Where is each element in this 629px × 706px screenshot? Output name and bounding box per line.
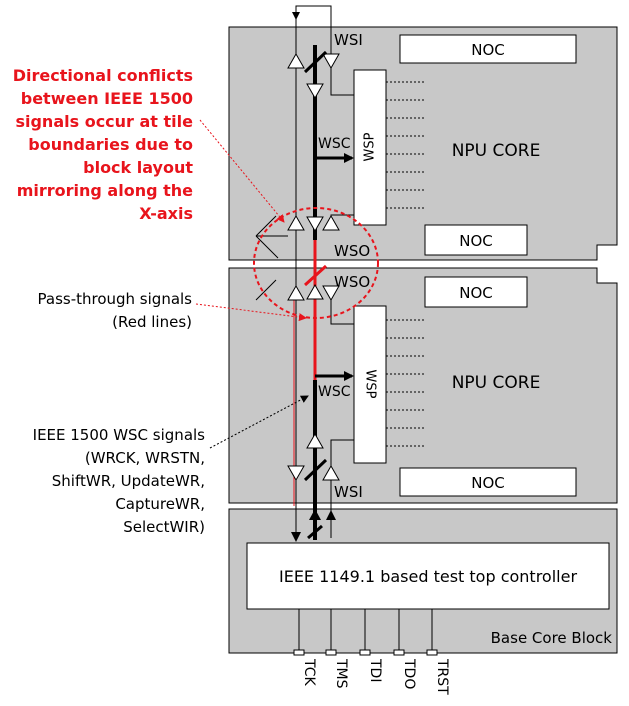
wso-loop-arrow xyxy=(292,12,300,20)
pin-trst-label: TRST xyxy=(434,658,450,695)
top-wsp-box xyxy=(353,69,387,226)
conflict-line-4: boundaries due to xyxy=(28,135,193,154)
bottom-core-label: NPU CORE xyxy=(452,373,541,393)
base-core-block-label: Base Core Block xyxy=(491,629,613,647)
wsc-signals-line-5: SelectWIR) xyxy=(123,518,205,536)
bottom-noc-top-box xyxy=(424,276,528,308)
top-noc-top-label: NOC xyxy=(471,41,505,59)
conflict-ellipse xyxy=(253,207,379,319)
conflict-line-2: between IEEE 1500 xyxy=(21,89,193,108)
bottom-wsc-label: WSC xyxy=(318,384,351,400)
bottom-noc-bottom-box xyxy=(399,467,577,497)
base-wsc-arrow xyxy=(309,509,321,520)
wso-loop-line xyxy=(295,5,332,538)
wsc-signals-line-2: (WRCK, WRSTN, xyxy=(85,449,205,467)
test-top-controller-label: IEEE 1149.1 based test top controller xyxy=(279,567,577,586)
bottom-wsp-box xyxy=(353,305,387,464)
top-noc-bottom-box xyxy=(424,224,528,256)
wsc-signals-line-3: ShiftWR, UpdateWR, xyxy=(52,472,205,490)
bottom-noc-bottom-label: NOC xyxy=(471,474,505,492)
bottom-wsi-line xyxy=(330,439,354,538)
conflict-line-7: X-axis xyxy=(139,204,193,223)
wsc-signals-pointer xyxy=(209,395,309,449)
conflict-line-5: block layout xyxy=(83,158,193,177)
bottom-wso-label: WSO xyxy=(334,273,370,291)
conflict-line-1: Directional conflicts xyxy=(13,66,193,85)
bottom-tile-buffers xyxy=(287,283,340,482)
bottom-left-boundary-mark xyxy=(255,279,277,301)
top-noc-top-box xyxy=(399,34,577,64)
top-wsp-label: WSP xyxy=(363,132,378,161)
wsc-signals-annotation: IEEE 1500 WSC signals (WRCK, WRSTN, Shif… xyxy=(33,426,206,536)
top-tile-buffers xyxy=(287,52,340,233)
pin-tms-label: TMS xyxy=(333,658,349,689)
wsc-signals-line-1: IEEE 1500 WSC signals xyxy=(33,426,206,444)
pin-stubs xyxy=(293,609,438,656)
conflict-annotation: Directional conflicts between IEEE 1500 … xyxy=(13,66,194,223)
conflict-line-6: mirroring along the xyxy=(17,181,193,200)
bottom-wsp-label: WSP xyxy=(363,370,378,399)
bottom-bus-slash xyxy=(303,458,328,482)
pin-tck-label: TCK xyxy=(301,658,317,687)
base-wsi-arrow xyxy=(326,510,336,520)
base-tck-arrow xyxy=(291,532,301,542)
pin-tdi-label: TDI xyxy=(367,658,383,682)
test-top-controller-box xyxy=(246,542,610,610)
pass-through-line-2: (Red lines) xyxy=(112,313,192,331)
top-wsi-line xyxy=(330,62,354,96)
top-tile xyxy=(228,26,618,261)
bottom-wsi-label: WSI xyxy=(334,483,363,501)
top-noc-bottom-label: NOC xyxy=(459,232,493,250)
pass-through-line-1: Pass-through signals xyxy=(38,290,193,308)
top-wsc-label: WSC xyxy=(318,136,351,152)
pass-through-pointer xyxy=(195,303,307,322)
bottom-tile xyxy=(228,267,618,504)
conflict-line-3: signals occur at tile xyxy=(15,112,193,131)
pass-through-annotation: Pass-through signals (Red lines) xyxy=(38,290,193,331)
pass-through-red-slash xyxy=(303,264,328,287)
top-core-label: NPU CORE xyxy=(452,141,541,161)
bottom-wso-line xyxy=(330,290,354,325)
top-wsi-label: WSI xyxy=(334,31,363,49)
base-bus-slash xyxy=(307,524,323,540)
top-bus-slash xyxy=(303,50,328,74)
wsc-signals-line-4: CaptureWR, xyxy=(115,495,205,513)
pin-tdo-label: TDO xyxy=(401,658,417,689)
top-wso-label: WSO xyxy=(334,242,370,260)
bottom-noc-top-label: NOC xyxy=(459,284,493,302)
